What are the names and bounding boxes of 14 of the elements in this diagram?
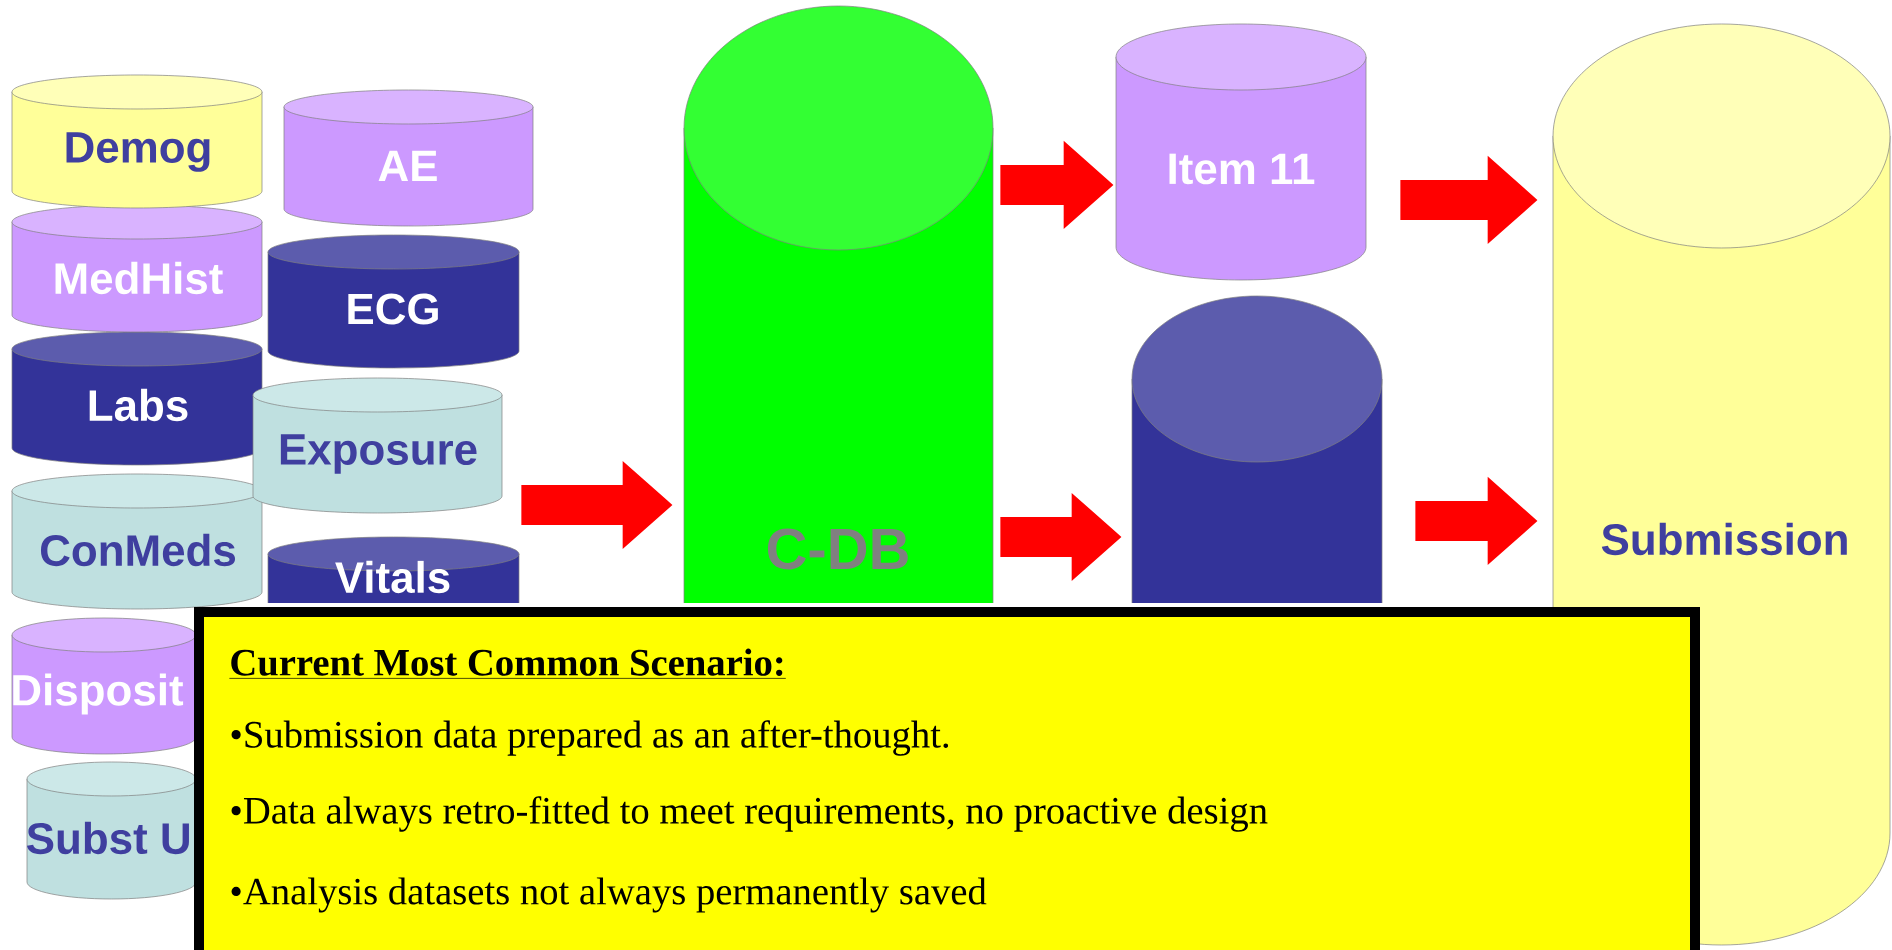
database-cylinder (1131, 295, 1383, 604)
database-cylinder: ConMeds (11, 473, 263, 610)
database-cylinder: Subst U (26, 761, 197, 900)
database-cylinder: AE (283, 89, 534, 227)
note-box: Current Most Common Scenario: •Submission data prepared as an after-thought. •Data always retro-fitted to meet requirements, no proactive design •Analysis datasets not always permanently saved (194, 607, 1700, 950)
database-cylinder: MedHist (11, 204, 263, 333)
database-cylinder: Vitals (267, 536, 520, 604)
database-cylinder: Labs (11, 331, 263, 466)
database-cylinder: Exposure (252, 377, 503, 514)
database-cylinder: Demog (11, 74, 263, 209)
database-cylinder: C-DB (683, 5, 994, 604)
database-cylinder: Disposit (11, 617, 197, 755)
database-cylinder: ECG (267, 234, 520, 369)
database-cylinder: Item 11 (1115, 23, 1367, 281)
